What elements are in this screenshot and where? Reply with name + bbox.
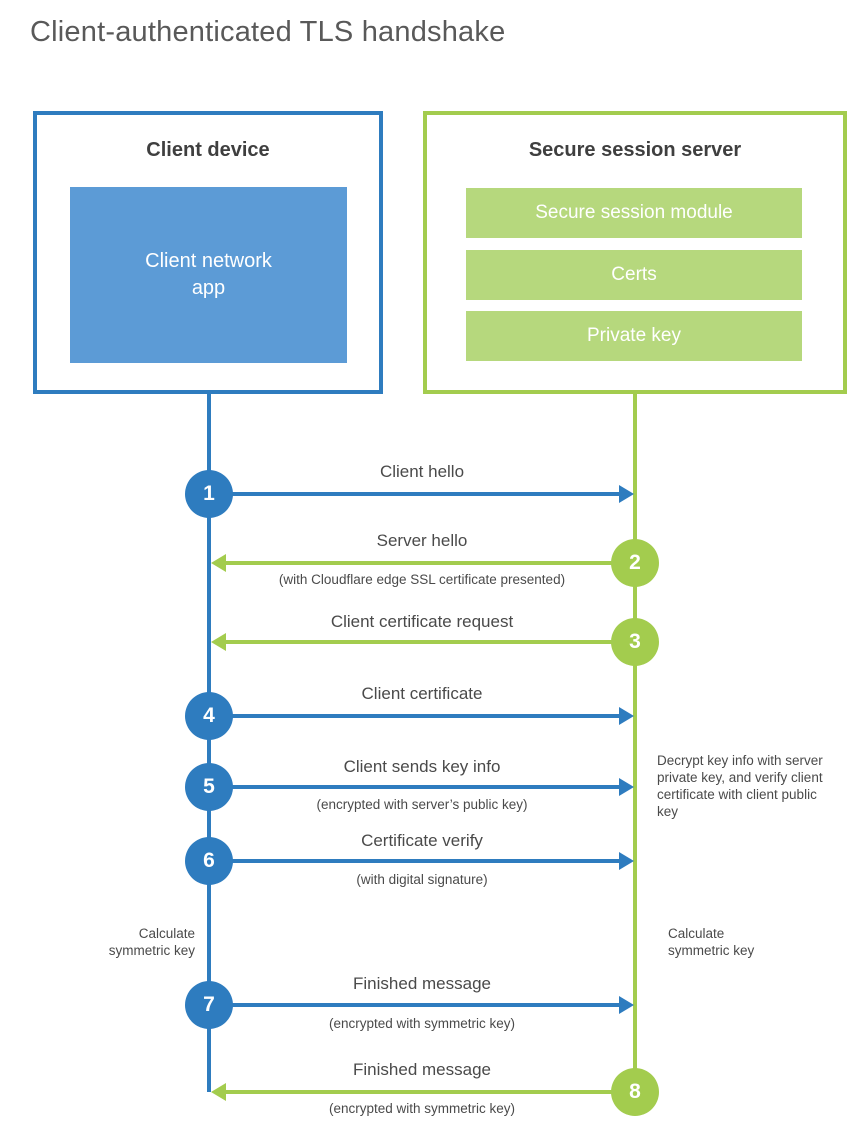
step-3-arrowhead-icon	[211, 633, 226, 651]
server-lifeline	[633, 393, 637, 1094]
step-6-sublabel: (with digital signature)	[356, 872, 488, 887]
step-5-arrow	[209, 785, 619, 789]
step-5-arrowhead-icon	[619, 778, 634, 796]
secure-session-server-title: Secure session server	[528, 139, 742, 161]
step-6-arrowhead-icon	[619, 852, 634, 870]
step-8-arrowhead-icon	[211, 1083, 226, 1101]
step-5-sublabel: (encrypted with server’s public key)	[316, 797, 528, 812]
server-module-certs: Certs	[466, 250, 802, 300]
step-8-arrow	[226, 1090, 635, 1094]
step-4-arrowhead-icon	[619, 707, 634, 725]
step-6-circle: 6	[185, 837, 233, 885]
client-network-app-box: Client network app	[70, 187, 347, 363]
server-module-secure-session: Secure session module	[466, 188, 802, 238]
client-device-box: Client device Client network app	[33, 111, 383, 394]
step-7-circle: 7	[185, 981, 233, 1029]
step-7-label: Finished message	[353, 974, 491, 993]
step-3-arrow	[226, 640, 635, 644]
step-1-circle: 1	[185, 470, 233, 518]
step-5-circle: 5	[185, 763, 233, 811]
step-4-arrow	[209, 714, 619, 718]
step-3-label: Client certificate request	[330, 612, 514, 631]
step-6-label: Certificate verify	[361, 831, 483, 850]
step-2-arrowhead-icon	[211, 554, 226, 572]
server-module-private-key: Private key	[466, 311, 802, 361]
step-7-arrowhead-icon	[619, 996, 634, 1014]
step-1-label: Client hello	[379, 462, 465, 481]
step-6-arrow	[209, 859, 619, 863]
step-7-arrow	[209, 1003, 619, 1007]
secure-session-server-box: Secure session server Secure session mod…	[423, 111, 847, 394]
client-lifeline	[207, 393, 211, 1092]
calculate-symmetric-key-client-note: Calculate symmetric key	[108, 926, 195, 958]
step-3-circle: 3	[611, 618, 659, 666]
decrypt-key-note: Decrypt key info with server private key…	[657, 753, 823, 819]
step-7-sublabel: (encrypted with symmetric key)	[328, 1016, 516, 1031]
step-2-sublabel: (with Cloudflare edge SSL certificate pr…	[278, 572, 566, 587]
step-1-arrowhead-icon	[619, 485, 634, 503]
client-device-title: Client device	[146, 139, 270, 161]
step-5-label: Client sends key info	[343, 757, 501, 776]
step-4-label: Client certificate	[361, 684, 483, 703]
step-8-label: Finished message	[353, 1060, 491, 1079]
step-4-circle: 4	[185, 692, 233, 740]
step-8-sublabel: (encrypted with symmetric key)	[328, 1101, 516, 1116]
step-2-circle: 2	[611, 539, 659, 587]
step-2-label: Server hello	[376, 531, 468, 550]
step-8-circle: 8	[611, 1068, 659, 1116]
step-2-arrow	[226, 561, 635, 565]
calculate-symmetric-key-server-note: Calculate symmetric key	[668, 926, 755, 958]
step-1-arrow	[209, 492, 619, 496]
page-title: Client-authenticated TLS handshake	[30, 16, 506, 48]
